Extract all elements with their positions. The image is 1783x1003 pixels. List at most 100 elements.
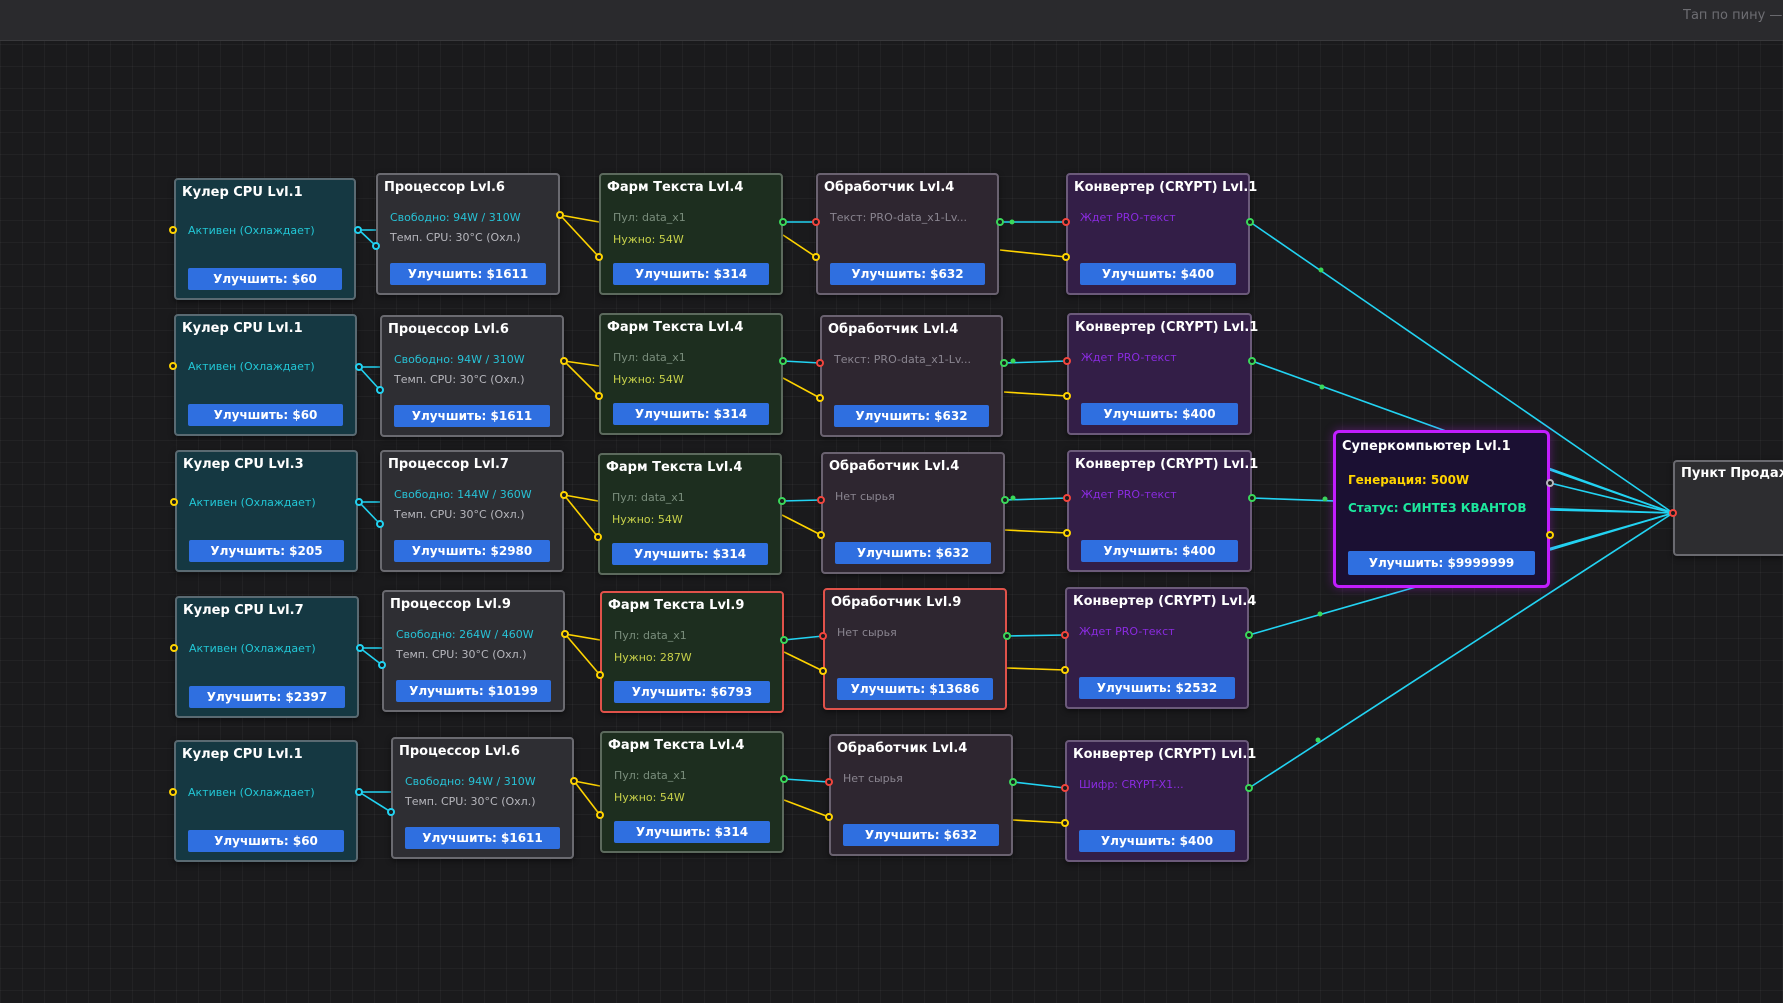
output-pin[interactable]	[1245, 631, 1253, 639]
input-pin[interactable]	[1062, 218, 1070, 226]
input-pin[interactable]	[376, 520, 384, 528]
output-pin[interactable]	[779, 218, 787, 226]
input-pin[interactable]	[1061, 784, 1069, 792]
converter-node[interactable]: Конвертер (CRYPT) Lvl.1 Ждет PRO-текст У…	[1067, 450, 1258, 572]
upgrade-button[interactable]: Улучшить: $400	[1079, 830, 1235, 852]
processor-node[interactable]: Процессор Lvl.9 Свободно: 264W / 460W Те…	[382, 590, 565, 712]
output-pin[interactable]	[1248, 357, 1256, 365]
cooler-node[interactable]: Кулер CPU Lvl.1 Активен (Охлаждает) Улуч…	[174, 740, 358, 862]
input-pin[interactable]	[1061, 631, 1069, 639]
input-pin[interactable]	[816, 359, 824, 367]
output-pin[interactable]	[1248, 494, 1256, 502]
upgrade-button[interactable]: Улучшить: $13686	[837, 678, 993, 700]
input-pin[interactable]	[372, 242, 380, 250]
input-pin[interactable]	[816, 394, 824, 402]
output-pin[interactable]	[1001, 496, 1009, 504]
output-pin[interactable]	[560, 491, 568, 499]
input-pin[interactable]	[169, 226, 177, 234]
processor-node[interactable]: Процессор Lvl.6 Свободно: 94W / 310W Тем…	[391, 737, 574, 859]
output-pin[interactable]	[355, 498, 363, 506]
converter-node[interactable]: Конвертер (CRYPT) Lvl.4 Ждет PRO-текст У…	[1065, 587, 1256, 709]
upgrade-button[interactable]: Улучшить: $632	[830, 263, 985, 285]
input-pin[interactable]	[170, 498, 178, 506]
upgrade-button[interactable]: Улучшить: $60	[188, 268, 342, 290]
output-pin[interactable]	[778, 497, 786, 505]
upgrade-button[interactable]: Улучшить: $632	[843, 824, 999, 846]
input-pin[interactable]	[387, 808, 395, 816]
input-pin[interactable]	[812, 253, 820, 261]
output-pin[interactable]	[996, 218, 1004, 226]
output-pin[interactable]	[1546, 531, 1554, 539]
output-pin[interactable]	[356, 644, 364, 652]
input-pin[interactable]	[596, 671, 604, 679]
input-pin[interactable]	[1061, 819, 1069, 827]
input-pin[interactable]	[596, 811, 604, 819]
converter-node[interactable]: Конвертер (CRYPT) Lvl.1 Шифр: CRYPT-X1..…	[1065, 740, 1256, 862]
input-pin[interactable]	[819, 632, 827, 640]
output-pin[interactable]	[779, 357, 787, 365]
upgrade-button[interactable]: Улучшить: $632	[834, 405, 989, 427]
upgrade-button[interactable]: Улучшить: $2532	[1079, 677, 1235, 699]
upgrade-button[interactable]: Улучшить: $2980	[394, 540, 550, 562]
input-pin[interactable]	[378, 661, 386, 669]
input-pin[interactable]	[825, 778, 833, 786]
upgrade-button[interactable]: Улучшить: $9999999	[1348, 551, 1535, 575]
input-pin[interactable]	[594, 533, 602, 541]
output-pin[interactable]	[355, 788, 363, 796]
supercomputer-node[interactable]: Суперкомпьютер Lvl.1 Генерация: 500W Ста…	[1333, 430, 1550, 588]
handler-node[interactable]: Обработчик Lvl.4 Текст: PRO-data_x1-Lv..…	[816, 173, 999, 295]
input-pin[interactable]	[825, 813, 833, 821]
upgrade-button[interactable]: Улучшить: $314	[613, 403, 769, 425]
input-pin[interactable]	[595, 253, 603, 261]
output-pin[interactable]	[1000, 359, 1008, 367]
upgrade-button[interactable]: Улучшить: $10199	[396, 680, 551, 702]
text-farm-node[interactable]: Фарм Текста Lvl.4 Пул: data_x1 Нужно: 54…	[598, 453, 782, 575]
upgrade-button[interactable]: Улучшить: $1611	[394, 405, 550, 427]
handler-node[interactable]: Обработчик Lvl.4 Текст: PRO-data_x1-Lv..…	[820, 315, 1003, 437]
handler-node[interactable]: Обработчик Lvl.9 Нет сырья Улучшить: $13…	[823, 588, 1007, 710]
upgrade-button[interactable]: Улучшить: $314	[614, 821, 770, 843]
processor-node[interactable]: Процессор Lvl.6 Свободно: 94W / 310W Тем…	[380, 315, 564, 437]
output-pin[interactable]	[780, 636, 788, 644]
output-pin[interactable]	[354, 226, 362, 234]
output-pin[interactable]	[1246, 218, 1254, 226]
cooler-node[interactable]: Кулер CPU Lvl.7 Активен (Охлаждает) Улуч…	[175, 596, 359, 718]
upgrade-button[interactable]: Улучшить: $205	[189, 540, 344, 562]
input-pin[interactable]	[376, 386, 384, 394]
cooler-node[interactable]: Кулер CPU Lvl.3 Активен (Охлаждает) Улуч…	[175, 450, 358, 572]
output-pin[interactable]	[780, 775, 788, 783]
input-pin[interactable]	[170, 644, 178, 652]
input-pin[interactable]	[1063, 357, 1071, 365]
input-pin[interactable]	[1669, 509, 1677, 517]
upgrade-button[interactable]: Улучшить: $632	[835, 542, 991, 564]
output-pin[interactable]	[1245, 784, 1253, 792]
sell-point-node[interactable]: Пункт Продажи	[1673, 460, 1783, 556]
output-pin[interactable]	[570, 777, 578, 785]
text-farm-node[interactable]: Фарм Текста Lvl.4 Пул: data_x1 Нужно: 54…	[600, 731, 784, 853]
input-pin[interactable]	[819, 667, 827, 675]
text-farm-node[interactable]: Фарм Текста Lvl.4 Пул: data_x1 Нужно: 54…	[599, 173, 783, 295]
upgrade-button[interactable]: Улучшить: $2397	[189, 686, 345, 708]
upgrade-button[interactable]: Улучшить: $400	[1081, 540, 1238, 562]
upgrade-button[interactable]: Улучшить: $60	[188, 830, 344, 852]
upgrade-button[interactable]: Улучшить: $314	[613, 263, 769, 285]
input-pin[interactable]	[1063, 494, 1071, 502]
converter-node[interactable]: Конвертер (CRYPT) Lvl.1 Ждет PRO-текст У…	[1067, 313, 1258, 435]
output-pin[interactable]	[560, 357, 568, 365]
handler-node[interactable]: Обработчик Lvl.4 Нет сырья Улучшить: $63…	[829, 734, 1013, 856]
input-pin[interactable]	[1546, 479, 1554, 487]
output-pin[interactable]	[1009, 778, 1017, 786]
input-pin[interactable]	[1061, 666, 1069, 674]
upgrade-button[interactable]: Улучшить: $6793	[614, 681, 770, 703]
input-pin[interactable]	[1063, 529, 1071, 537]
upgrade-button[interactable]: Улучшить: $400	[1081, 403, 1238, 425]
input-pin[interactable]	[169, 788, 177, 796]
output-pin[interactable]	[355, 363, 363, 371]
cooler-node[interactable]: Кулер CPU Lvl.1 Активен (Охлаждает) Улуч…	[174, 314, 357, 436]
upgrade-button[interactable]: Улучшить: $400	[1080, 263, 1236, 285]
output-pin[interactable]	[1003, 632, 1011, 640]
input-pin[interactable]	[169, 362, 177, 370]
upgrade-button[interactable]: Улучшить: $314	[612, 543, 768, 565]
input-pin[interactable]	[817, 531, 825, 539]
output-pin[interactable]	[556, 211, 564, 219]
